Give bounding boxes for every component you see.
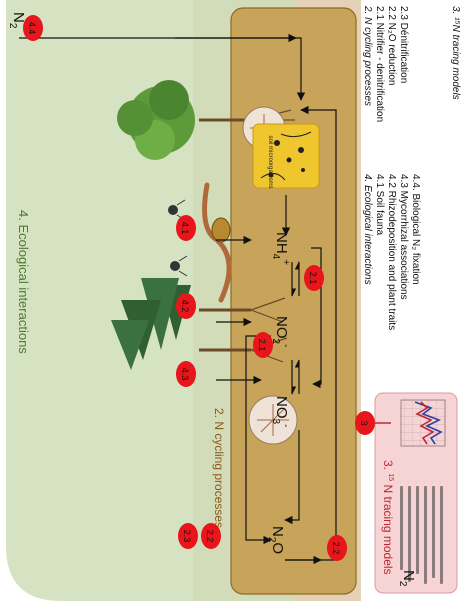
ecological-interactions-title: 4. Ecological interactions — [16, 210, 31, 354]
legend-item-4-4: 4.4. Biological N₂ fixation — [410, 174, 421, 285]
badge-2-1-a: 2.1 — [304, 265, 324, 291]
svg-text:4.3: 4.3 — [180, 368, 190, 381]
badge-3: 3 — [355, 411, 375, 435]
legend-tracing-footer: 3. ¹⁵N tracing models — [450, 6, 461, 100]
badge-2-2-b: 2.2 — [201, 523, 221, 549]
n-cycling-title: 2. N cycling processes — [212, 408, 226, 528]
svg-text:2. N cycling processes: 2. N cycling processes — [212, 408, 226, 528]
legend-item-2-3: 2.3 Dénitrification — [398, 6, 409, 83]
svg-text:4. Ecological interactions: 4. Ecological interactions — [16, 210, 31, 354]
n-cycling-panel — [231, 8, 356, 594]
legend-item-4-3: 4.3 Mycorrhizal associations — [398, 174, 409, 300]
svg-text:2.1: 2.1 — [257, 339, 267, 352]
soil-microorganisms-illustration: soil microorganisms — [253, 124, 319, 189]
badge-4-1: 4.1 — [176, 215, 196, 241]
badge-2-3: 2.3 — [178, 523, 198, 549]
legend-n-cycling: 2. N cycling processes 2.1 Nitrifier - d… — [362, 5, 461, 122]
legend-item-2-1: 2.1 Nitrifier - denitrification — [374, 6, 385, 122]
legend-item-2-2: 2.2 N₂O reduction — [386, 6, 397, 85]
svg-text:4.2: 4.2 — [180, 300, 190, 313]
badge-4-3: 4.3 — [176, 361, 196, 387]
svg-text:3: 3 — [359, 420, 369, 425]
tracing-model-chart — [401, 400, 445, 446]
svg-text:4.1: 4.1 — [180, 222, 190, 235]
soil-microorganisms-label: soil microorganisms — [267, 135, 273, 188]
badge-4-2: 4.2 — [176, 293, 196, 319]
badge-2-1-b: 2.1 — [253, 332, 273, 358]
badge-2-2-a: 2.2 — [327, 535, 347, 561]
svg-text:2.2: 2.2 — [205, 530, 215, 543]
legend-ecological-heading: 4. Ecological interactions — [362, 174, 373, 285]
svg-text:2.2: 2.2 — [331, 542, 341, 555]
badge-4-4: 4.4 — [23, 15, 43, 41]
svg-text:4.4: 4.4 — [27, 22, 37, 35]
svg-text:2.3: 2.3 — [182, 530, 192, 543]
legend-n-cycling-heading: 2. N cycling processes — [362, 5, 373, 106]
legend-item-4-2: 4.2 Rhizodeposition and plant traits — [386, 174, 397, 330]
legend-item-4-1: 4.1 Soil fauna — [374, 174, 385, 236]
svg-text:2.1: 2.1 — [308, 272, 318, 285]
legend-ecological: 4. Ecological interactions 4.1 Soil faun… — [362, 174, 421, 330]
